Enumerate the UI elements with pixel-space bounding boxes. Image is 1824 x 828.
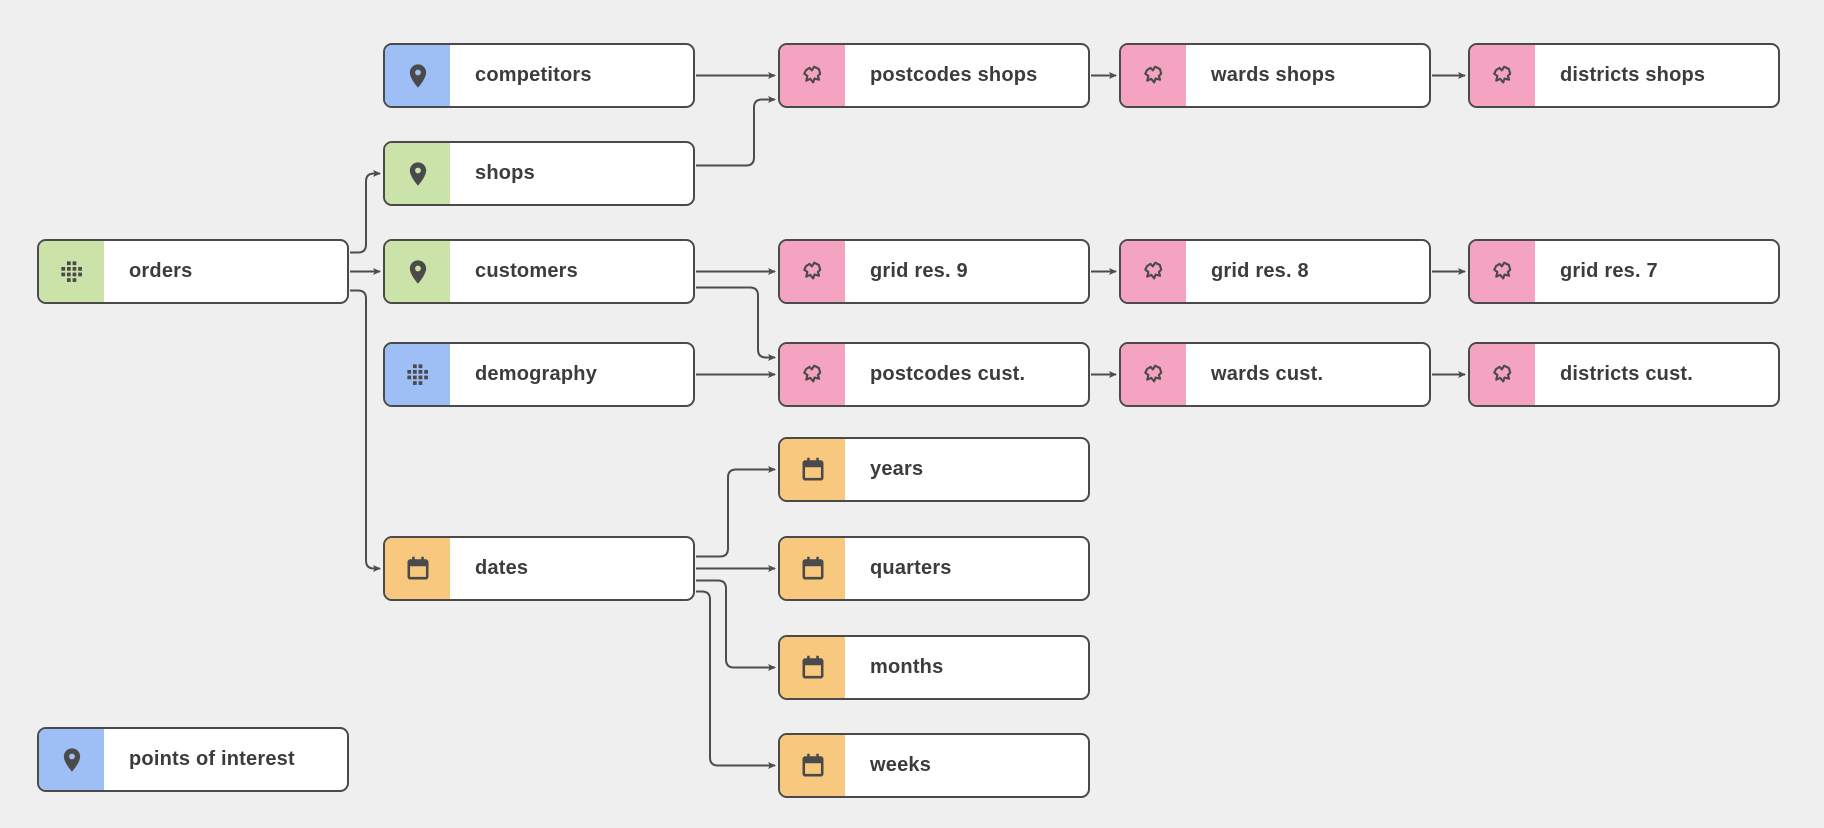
region-icon [1140, 361, 1168, 389]
edge-orders-shops [350, 170, 381, 254]
node-districts-shops[interactable]: districts shops [1468, 43, 1780, 108]
node-dates[interactable]: dates [383, 536, 695, 601]
node-postcodes-cust[interactable]: postcodes cust. [778, 342, 1090, 407]
region-icon [1140, 62, 1168, 90]
node-orders[interactable]: orders [37, 239, 349, 304]
node-wards-shops[interactable]: wards shops [1119, 43, 1431, 108]
location-pin-icon [404, 160, 432, 188]
node-customers[interactable]: customers [383, 239, 695, 304]
node-districts-cust[interactable]: districts cust. [1468, 342, 1780, 407]
node-points-of-interest[interactable]: points of interest [37, 727, 349, 792]
calendar-icon [799, 456, 827, 484]
calendar-icon [799, 654, 827, 682]
edge-dates-years [696, 466, 776, 558]
node-wards-cust[interactable]: wards cust. [1119, 342, 1431, 407]
location-pin-icon [404, 258, 432, 286]
node-weeks[interactable]: weeks [778, 733, 1090, 798]
edge-orders-dates [350, 289, 381, 572]
node-demography[interactable]: demography [383, 342, 695, 407]
calendar-icon [799, 752, 827, 780]
dot-grid-icon [404, 361, 432, 389]
edge-dates-months [696, 579, 776, 671]
node-postcodes-shops[interactable]: postcodes shops [778, 43, 1090, 108]
region-icon [799, 361, 827, 389]
region-icon [1489, 361, 1517, 389]
node-years[interactable]: years [778, 437, 1090, 502]
region-icon [1489, 258, 1517, 286]
node-grid-res-8[interactable]: grid res. 8 [1119, 239, 1431, 304]
dot-grid-icon [58, 258, 86, 286]
node-quarters[interactable]: quarters [778, 536, 1090, 601]
location-pin-icon [404, 62, 432, 90]
node-months[interactable]: months [778, 635, 1090, 700]
location-pin-icon [58, 746, 86, 774]
region-icon [799, 62, 827, 90]
calendar-icon [799, 555, 827, 583]
calendar-icon [404, 555, 432, 583]
node-competitors[interactable]: competitors [383, 43, 695, 108]
region-icon [1489, 62, 1517, 90]
node-grid-res-9[interactable]: grid res. 9 [778, 239, 1090, 304]
node-grid-res-7[interactable]: grid res. 7 [1468, 239, 1780, 304]
edge-shops-postcodes-shops [696, 96, 776, 167]
edge-dates-weeks [696, 590, 776, 769]
region-icon [1140, 258, 1168, 286]
node-shops[interactable]: shops [383, 141, 695, 206]
region-icon [799, 258, 827, 286]
edge-customers-postcodes-cust [696, 286, 776, 361]
